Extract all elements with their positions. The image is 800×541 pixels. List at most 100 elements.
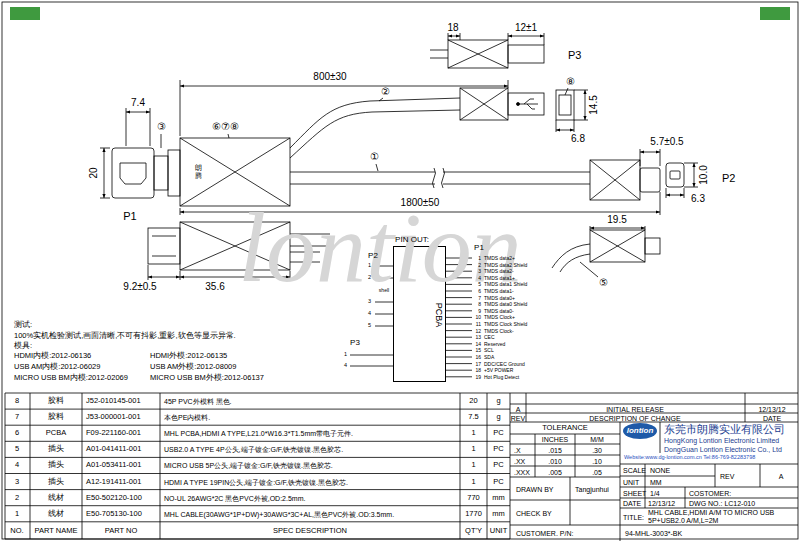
micro-usb-plug bbox=[590, 160, 640, 200]
pin-name: Reserved bbox=[484, 341, 505, 346]
part-name: 胶料 bbox=[48, 413, 64, 421]
part-number: A01-041411-001 bbox=[86, 446, 141, 454]
note-text: HDMI内模:2012-06136 bbox=[14, 352, 91, 360]
item-number: 5 bbox=[15, 446, 19, 454]
title-block-value: NONE bbox=[650, 467, 670, 474]
dimension-value: 7.4 bbox=[131, 98, 145, 108]
part-number: E50-705130-100 bbox=[86, 510, 142, 518]
pin-name: TMDS data2+ bbox=[484, 256, 515, 261]
quantity: 7.5 bbox=[468, 413, 478, 421]
molded-body bbox=[180, 138, 290, 206]
hdmi-plug bbox=[112, 148, 180, 198]
item-number: 4 bbox=[15, 462, 19, 470]
dimension-value: 18 bbox=[447, 23, 458, 33]
usb-a-side-view bbox=[460, 88, 574, 120]
unit: mm bbox=[492, 510, 505, 518]
dimension-line bbox=[448, 33, 544, 45]
quantity: 1 bbox=[471, 446, 475, 454]
dimension-line bbox=[590, 226, 645, 230]
parts-table-grid bbox=[5, 393, 510, 539]
hdmi-plug bbox=[154, 156, 168, 190]
title-block-label: SCALE bbox=[623, 467, 646, 474]
pin-name: TMDS data0- bbox=[484, 308, 514, 313]
hdmi-plug bbox=[112, 148, 154, 198]
title-block-value: 12/13/12 bbox=[648, 500, 675, 507]
revision-header: DATE bbox=[763, 414, 781, 421]
usb-a-side-view bbox=[460, 88, 508, 120]
dimension-value: 9.2±0.5 bbox=[123, 282, 156, 292]
pin-name: SDA bbox=[484, 355, 494, 360]
table-header: SPEC DESCRIPTION bbox=[273, 527, 347, 535]
dimension-line bbox=[448, 33, 544, 45]
connector-label: P3 bbox=[350, 339, 360, 347]
parts-table-grid bbox=[5, 393, 510, 539]
part-number: A01-053411-001 bbox=[86, 462, 141, 470]
pin-number: 4 bbox=[344, 363, 347, 369]
part-label: P2 bbox=[722, 173, 735, 184]
dimension-line bbox=[556, 90, 588, 132]
dimension-line bbox=[585, 90, 586, 120]
micro-usb-bottom-view bbox=[552, 230, 660, 272]
title-block-grid bbox=[510, 393, 798, 541]
hdmi-plug bbox=[120, 163, 146, 184]
dimension-value: 800±30 bbox=[313, 72, 346, 82]
dimension-line bbox=[556, 90, 588, 132]
callout-number: ① bbox=[370, 152, 379, 162]
title-block-label: DRAWN BY bbox=[516, 485, 553, 492]
table-header: PART NO bbox=[105, 527, 138, 535]
pin-name: CEC bbox=[484, 335, 495, 340]
usb-a-top-view bbox=[430, 50, 448, 58]
pin-name: TMDS data2- bbox=[484, 269, 514, 274]
dimension-value: 35.6 bbox=[205, 282, 224, 292]
tolerance-header: TOLERANCE bbox=[542, 424, 588, 432]
company-name: 东莞市朗腾实业有限公司 bbox=[664, 424, 785, 435]
unit: PC bbox=[493, 478, 503, 486]
part-label: P3 bbox=[568, 50, 581, 61]
pin-name: TMDS data0+ bbox=[484, 295, 515, 300]
note-text: MICRO USB BM外模:2012-06137 bbox=[150, 374, 264, 382]
cable bbox=[433, 168, 445, 188]
pin-number: 4 bbox=[478, 275, 481, 280]
cable bbox=[290, 98, 460, 148]
molded-body bbox=[180, 138, 290, 206]
tolerance-header: M/M bbox=[590, 436, 604, 443]
unit: g bbox=[496, 413, 500, 421]
usb-a-top-view bbox=[430, 40, 544, 68]
title-block-value: A bbox=[779, 472, 784, 479]
usb-a-top-view bbox=[508, 45, 544, 63]
pin-name: TMDS Clock- bbox=[484, 328, 514, 333]
pin-number: 2 bbox=[478, 262, 481, 267]
part-number: J52-010145-001 bbox=[86, 397, 141, 405]
tolerance-cell: .05 bbox=[592, 468, 602, 475]
dimension-value: 14.5 bbox=[589, 95, 599, 114]
dimension-value: 6.3 bbox=[691, 194, 705, 204]
revision-header: DESCRIPTION OF CHANGE bbox=[589, 414, 680, 421]
title-block-value: 1/4 bbox=[650, 489, 660, 496]
customer-part-number: 94-MHL-3003*-BK bbox=[625, 530, 682, 537]
usb-a-side-view bbox=[556, 90, 574, 120]
title-block-label: SHEET bbox=[623, 489, 646, 496]
micro-usb-plug bbox=[640, 168, 660, 192]
title-block-value: Tangjunhui bbox=[575, 485, 609, 492]
pin-name: shell bbox=[379, 288, 389, 293]
dimension-value: 6.8 bbox=[571, 134, 585, 144]
quantity: 1 bbox=[471, 430, 475, 438]
part-number: A12-191411-001 bbox=[86, 478, 141, 486]
corner-logo bbox=[760, 7, 790, 20]
usb-a-side-view bbox=[559, 95, 571, 115]
callout-number: ⑤ bbox=[599, 278, 608, 288]
usb-a-side-view bbox=[518, 99, 538, 109]
pin-number: 1 bbox=[478, 256, 481, 261]
part-number: E50-502120-100 bbox=[86, 494, 142, 502]
part-name: 线材 bbox=[48, 494, 64, 502]
item-number: 8 bbox=[15, 397, 19, 405]
table-header: PART NAME bbox=[35, 527, 78, 535]
pin-number: 3 bbox=[368, 299, 371, 305]
usb-a-top-view bbox=[448, 40, 508, 68]
pcba-label: PCBA bbox=[434, 303, 443, 328]
micro-usb-plug bbox=[666, 163, 684, 187]
pin-name: TMDS Clock+ bbox=[484, 315, 515, 320]
pin-number: 8 bbox=[478, 302, 481, 307]
part-number: F09-221160-001 bbox=[86, 430, 141, 438]
note-text: MICRO USB BM内模:2012-02069 bbox=[14, 374, 128, 382]
